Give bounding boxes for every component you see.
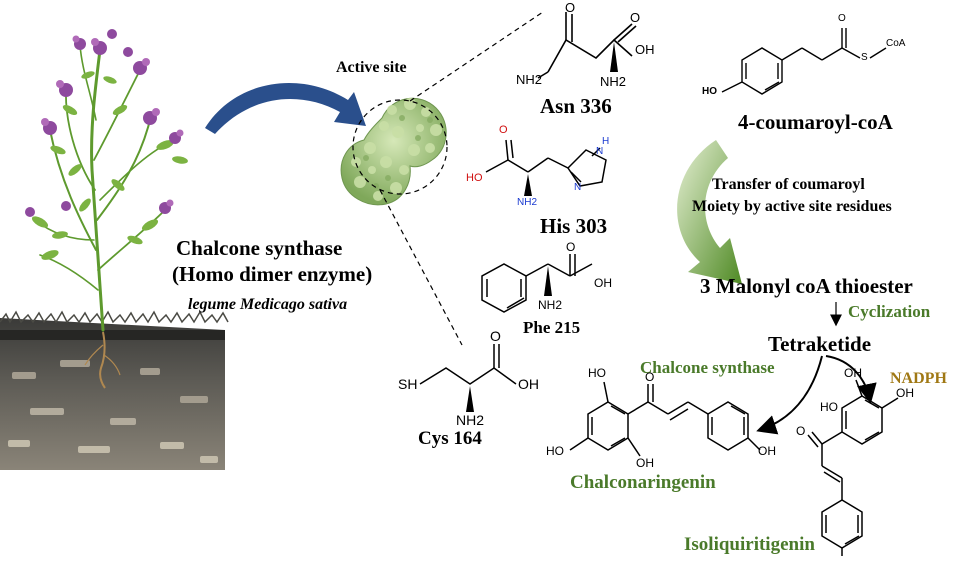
thioester-label: 3 Malonyl coA thioester — [700, 274, 913, 298]
nadph-label: NADPH — [890, 370, 947, 387]
asn-atom-nh2-b: NH2 — [600, 74, 627, 89]
transfer-green-arrow — [677, 140, 742, 284]
chalconaringenin-atom-oh2: OH — [758, 444, 776, 458]
plant-flowers — [25, 29, 184, 217]
asn-336-label: Asn 336 — [540, 94, 612, 118]
coumaroyl-atom-o: O — [838, 13, 846, 24]
his-atom-nh2: NH2 — [517, 197, 538, 208]
medicago-plant-illustration — [34, 44, 176, 332]
his-atom-ho: HO — [466, 172, 483, 184]
active-site-label: Active site — [336, 59, 407, 76]
phe-atom-nh2: NH2 — [538, 298, 563, 312]
chalconaringenin-structure — [569, 381, 761, 457]
coumaroyl-coa-structure — [721, 28, 887, 95]
asn-atom-o1: O — [565, 0, 576, 15]
soil-cross-section — [0, 310, 229, 470]
isoliquiritigenin-atom-ho: HO — [820, 400, 838, 414]
enzyme-title: Chalcone synthase — [176, 236, 343, 260]
coumaroyl-atom-coa: CoA — [886, 38, 906, 49]
coumaroyl-coa-label: 4-coumaroyl-coA — [738, 110, 893, 134]
isoliquiritigenin-atom-o: O — [796, 424, 806, 438]
phe-atom-o: O — [566, 240, 576, 254]
species-label: legume Medicago sativa — [188, 296, 348, 313]
isoliquiritigenin-structure — [807, 379, 899, 556]
cys-164-structure — [419, 344, 517, 412]
transfer-label-line1: Transfer of coumaroyl — [712, 176, 865, 193]
phe-atom-oh: OH — [594, 276, 612, 290]
isoliquiritigenin-atom-oh1: OH — [844, 366, 862, 380]
isoliquiritigenin-atom-oh2: OH — [896, 386, 914, 400]
chalconaringenin-atom-oh1: OH — [636, 456, 654, 470]
phe-215-structure — [481, 254, 593, 313]
coumaroyl-atom-ho: HO — [702, 86, 717, 97]
plant-to-enzyme-arrow — [205, 83, 366, 134]
plant-leaves — [31, 71, 188, 260]
asn-atom-o2: O — [630, 10, 641, 25]
his-303-structure — [485, 139, 607, 196]
enzyme-subtitle: (Homo dimer enzyme) — [172, 262, 373, 286]
chalcone-synthase-protein-model — [340, 97, 447, 206]
cyclization-label: Cyclization — [848, 302, 931, 321]
chalconaringenin-atom-ho: HO — [588, 366, 606, 380]
cys-atom-o: O — [490, 328, 501, 344]
cys-atom-nh2: NH2 — [456, 412, 485, 428]
his-atom-n2: N — [574, 182, 582, 193]
chalconaringenin-atom-ho2: HO — [546, 444, 564, 458]
asn-atom-oh: OH — [635, 42, 655, 57]
coumaroyl-atom-s: S — [861, 52, 868, 63]
cys-atom-oh: OH — [518, 376, 539, 392]
chalcone-synthase-step-label: Chalcone synthase — [640, 358, 775, 377]
asn-336-structure — [537, 12, 637, 79]
chalconaringenin-label: Chalconaringenin — [570, 472, 716, 493]
his-atom-h: H — [602, 136, 610, 147]
his-atom-n1: N — [596, 146, 604, 157]
chalconaringenin-atom-o: O — [645, 370, 655, 384]
active-site-highlight — [352, 11, 544, 346]
transfer-label-line2: Moiety by active site residues — [692, 198, 892, 215]
cys-atom-sh: SH — [398, 376, 418, 392]
isoliquiritigenin-label: Isoliquiritigenin — [684, 534, 815, 555]
phe-215-label: Phe 215 — [523, 318, 581, 337]
tetraketide-branch-arrows — [756, 355, 877, 435]
his-303-label: His 303 — [540, 214, 608, 238]
cys-164-label: Cys 164 — [418, 428, 482, 449]
tetraketide-label: Tetraketide — [768, 332, 872, 356]
his-atom-o: O — [499, 124, 508, 136]
asn-atom-nh2-a: NH2 — [516, 72, 543, 87]
